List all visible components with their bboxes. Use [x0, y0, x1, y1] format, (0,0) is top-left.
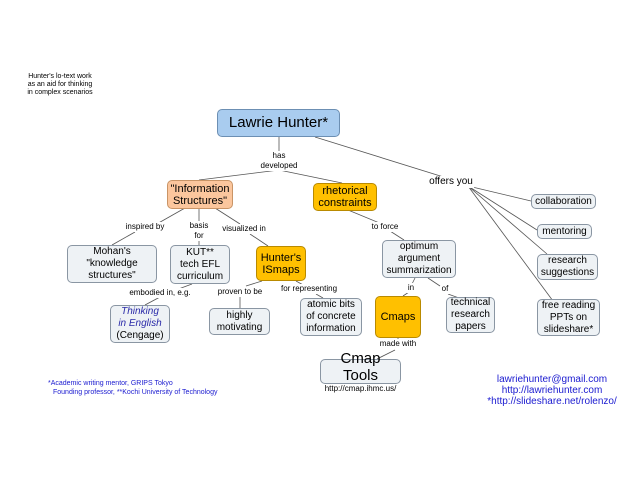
contact-slideshare[interactable]: *http://slideshare.net/rolenzo/: [487, 396, 617, 407]
edge: [144, 296, 161, 306]
node-label-line: KUT**: [186, 246, 214, 258]
link-label-made-with: made with: [378, 339, 418, 349]
link-label-of: of: [440, 284, 450, 294]
contact-website[interactable]: http://lawriehunter.com: [501, 385, 603, 396]
link-label-basis-for: basis for: [188, 221, 210, 241]
edge: [278, 169, 343, 184]
edge: [376, 349, 396, 360]
intro-note-line: Hunter's lo-text work: [28, 73, 92, 80]
node-label-line: technical: [450, 297, 491, 308]
node-research-suggestions[interactable]: research suggestions: [537, 254, 598, 280]
node-label-line: slideshare*: [543, 323, 594, 335]
contact-email[interactable]: lawriehunter@gmail.com: [496, 374, 608, 385]
node-free-reading-ppts[interactable]: free reading PPTs on slideshare*: [537, 299, 600, 336]
footnote-line: *Academic writing mentor, GRIPS Tokyo: [48, 380, 173, 387]
node-label-line: ISmaps: [262, 263, 300, 276]
edge: [214, 207, 241, 225]
node-label-line: argument: [397, 253, 441, 264]
link-label-to-force: to force: [370, 222, 400, 232]
intro-note: Hunter's lo-text work as an aid for thin…: [22, 73, 98, 97]
node-hunters-ismaps[interactable]: Hunter's ISmaps: [256, 246, 306, 281]
node-label-line: PPTs on: [549, 311, 588, 323]
node-label-line: papers: [455, 321, 486, 332]
link-label-has-developed: has developed: [259, 151, 299, 171]
node-label-line: "knowledge: [86, 258, 138, 269]
node-label-line: research: [548, 255, 587, 266]
intro-note-line: in complex scenarios: [27, 89, 93, 96]
node-label-line: Mohan's: [93, 246, 131, 257]
node-label-line: summarization: [386, 265, 452, 276]
edge: [467, 185, 548, 255]
intro-note-line: as an aid for thinking: [27, 81, 93, 88]
node-atomic-bits[interactable]: atomic bits of concrete information: [300, 298, 362, 336]
node-label-line: rhetorical: [322, 185, 368, 197]
node-information-structures[interactable]: "Information Structures": [167, 180, 233, 209]
edge: [249, 233, 269, 247]
node-label-line: highly: [226, 309, 253, 321]
link-label-line: basis: [189, 221, 209, 230]
node-label: collaboration: [535, 195, 592, 207]
edge: [347, 209, 383, 225]
node-label-line: in English: [118, 318, 162, 329]
node-label-line: (Cengage): [116, 330, 164, 341]
node-label-line: motivating: [216, 321, 263, 333]
node-mentoring[interactable]: mentoring: [537, 224, 592, 239]
node-label: Cmaps: [380, 311, 416, 323]
link-label-offers-you: offers you: [428, 176, 474, 188]
node-label-line: information: [306, 323, 356, 334]
node-label-line: Structures": [172, 194, 228, 207]
edge: [198, 169, 280, 181]
node-label: Lawrie Hunter*: [228, 114, 329, 131]
node-label-line: research: [451, 309, 490, 320]
link-label-embodied-in: embodied in, e.g.: [128, 288, 192, 298]
node-label-line: "Information: [170, 182, 230, 195]
link-label-in: in: [406, 283, 416, 293]
edge: [111, 231, 136, 246]
node-label-line: atomic bits: [307, 299, 355, 310]
edge: [467, 185, 554, 302]
node-label-line: suggestions: [540, 267, 595, 278]
node-technical-research-papers[interactable]: technical research papers: [446, 297, 495, 333]
edge: [314, 136, 451, 180]
edge: [245, 280, 263, 287]
edge: [467, 185, 532, 202]
edge: [427, 277, 441, 287]
edge: [315, 293, 324, 299]
node-label: Cmap Tools: [340, 349, 381, 384]
node-mohans-knowledge-structures[interactable]: Mohan's "knowledge structures": [67, 245, 157, 283]
link-label-line: has: [272, 151, 286, 160]
node-rhetorical-constraints[interactable]: rhetorical constraints: [313, 183, 377, 211]
node-label-line: of concrete: [306, 311, 356, 322]
node-label-line: tech EFL: [179, 258, 221, 270]
link-label-line: developed: [260, 161, 298, 170]
node-label-line: structures": [88, 270, 136, 281]
node-optimum-argument-summarization[interactable]: optimum argument summarization: [382, 240, 456, 278]
node-highly-motivating[interactable]: highly motivating: [209, 308, 270, 335]
link-label-for-representing: for representing: [279, 284, 339, 294]
node-lawrie-hunter[interactable]: Lawrie Hunter*: [217, 109, 340, 137]
footnote-line: Founding professor, **Kochi University o…: [53, 389, 218, 396]
node-thinking-in-english[interactable]: Thinking in English (Cengage): [110, 305, 170, 343]
node-url[interactable]: http://cmap.ihmc.us/: [324, 383, 397, 393]
node-label-line: Thinking: [121, 306, 159, 317]
link-label-inspired-by: inspired by: [124, 222, 166, 232]
link-label-proven-to-be: proven to be: [216, 287, 264, 297]
node-label-line: optimum: [399, 241, 439, 252]
node-kut-curriculum[interactable]: KUT** tech EFL curriculum: [170, 245, 230, 284]
node-label-line: curriculum: [176, 270, 224, 282]
footnotes: *Academic writing mentor, GRIPS Tokyo Fo…: [48, 379, 217, 397]
edge: [389, 230, 405, 241]
node-cmaps[interactable]: Cmaps: [375, 296, 421, 338]
node-label-line: free reading: [541, 299, 596, 311]
node-label-line: Hunter's: [260, 251, 302, 264]
node-collaboration[interactable]: collaboration: [531, 194, 596, 209]
node-label-line: constraints: [318, 197, 372, 209]
edge: [467, 185, 538, 231]
link-label-visualized-in: visualized in: [221, 224, 267, 234]
node-label: mentoring: [542, 225, 587, 237]
link-label-line: for: [194, 231, 204, 240]
node-cmap-tools[interactable]: Cmap Tools http://cmap.ihmc.us/: [320, 350, 401, 393]
contact-info: lawriehunter@gmail.com http://lawriehunt…: [470, 374, 634, 407]
